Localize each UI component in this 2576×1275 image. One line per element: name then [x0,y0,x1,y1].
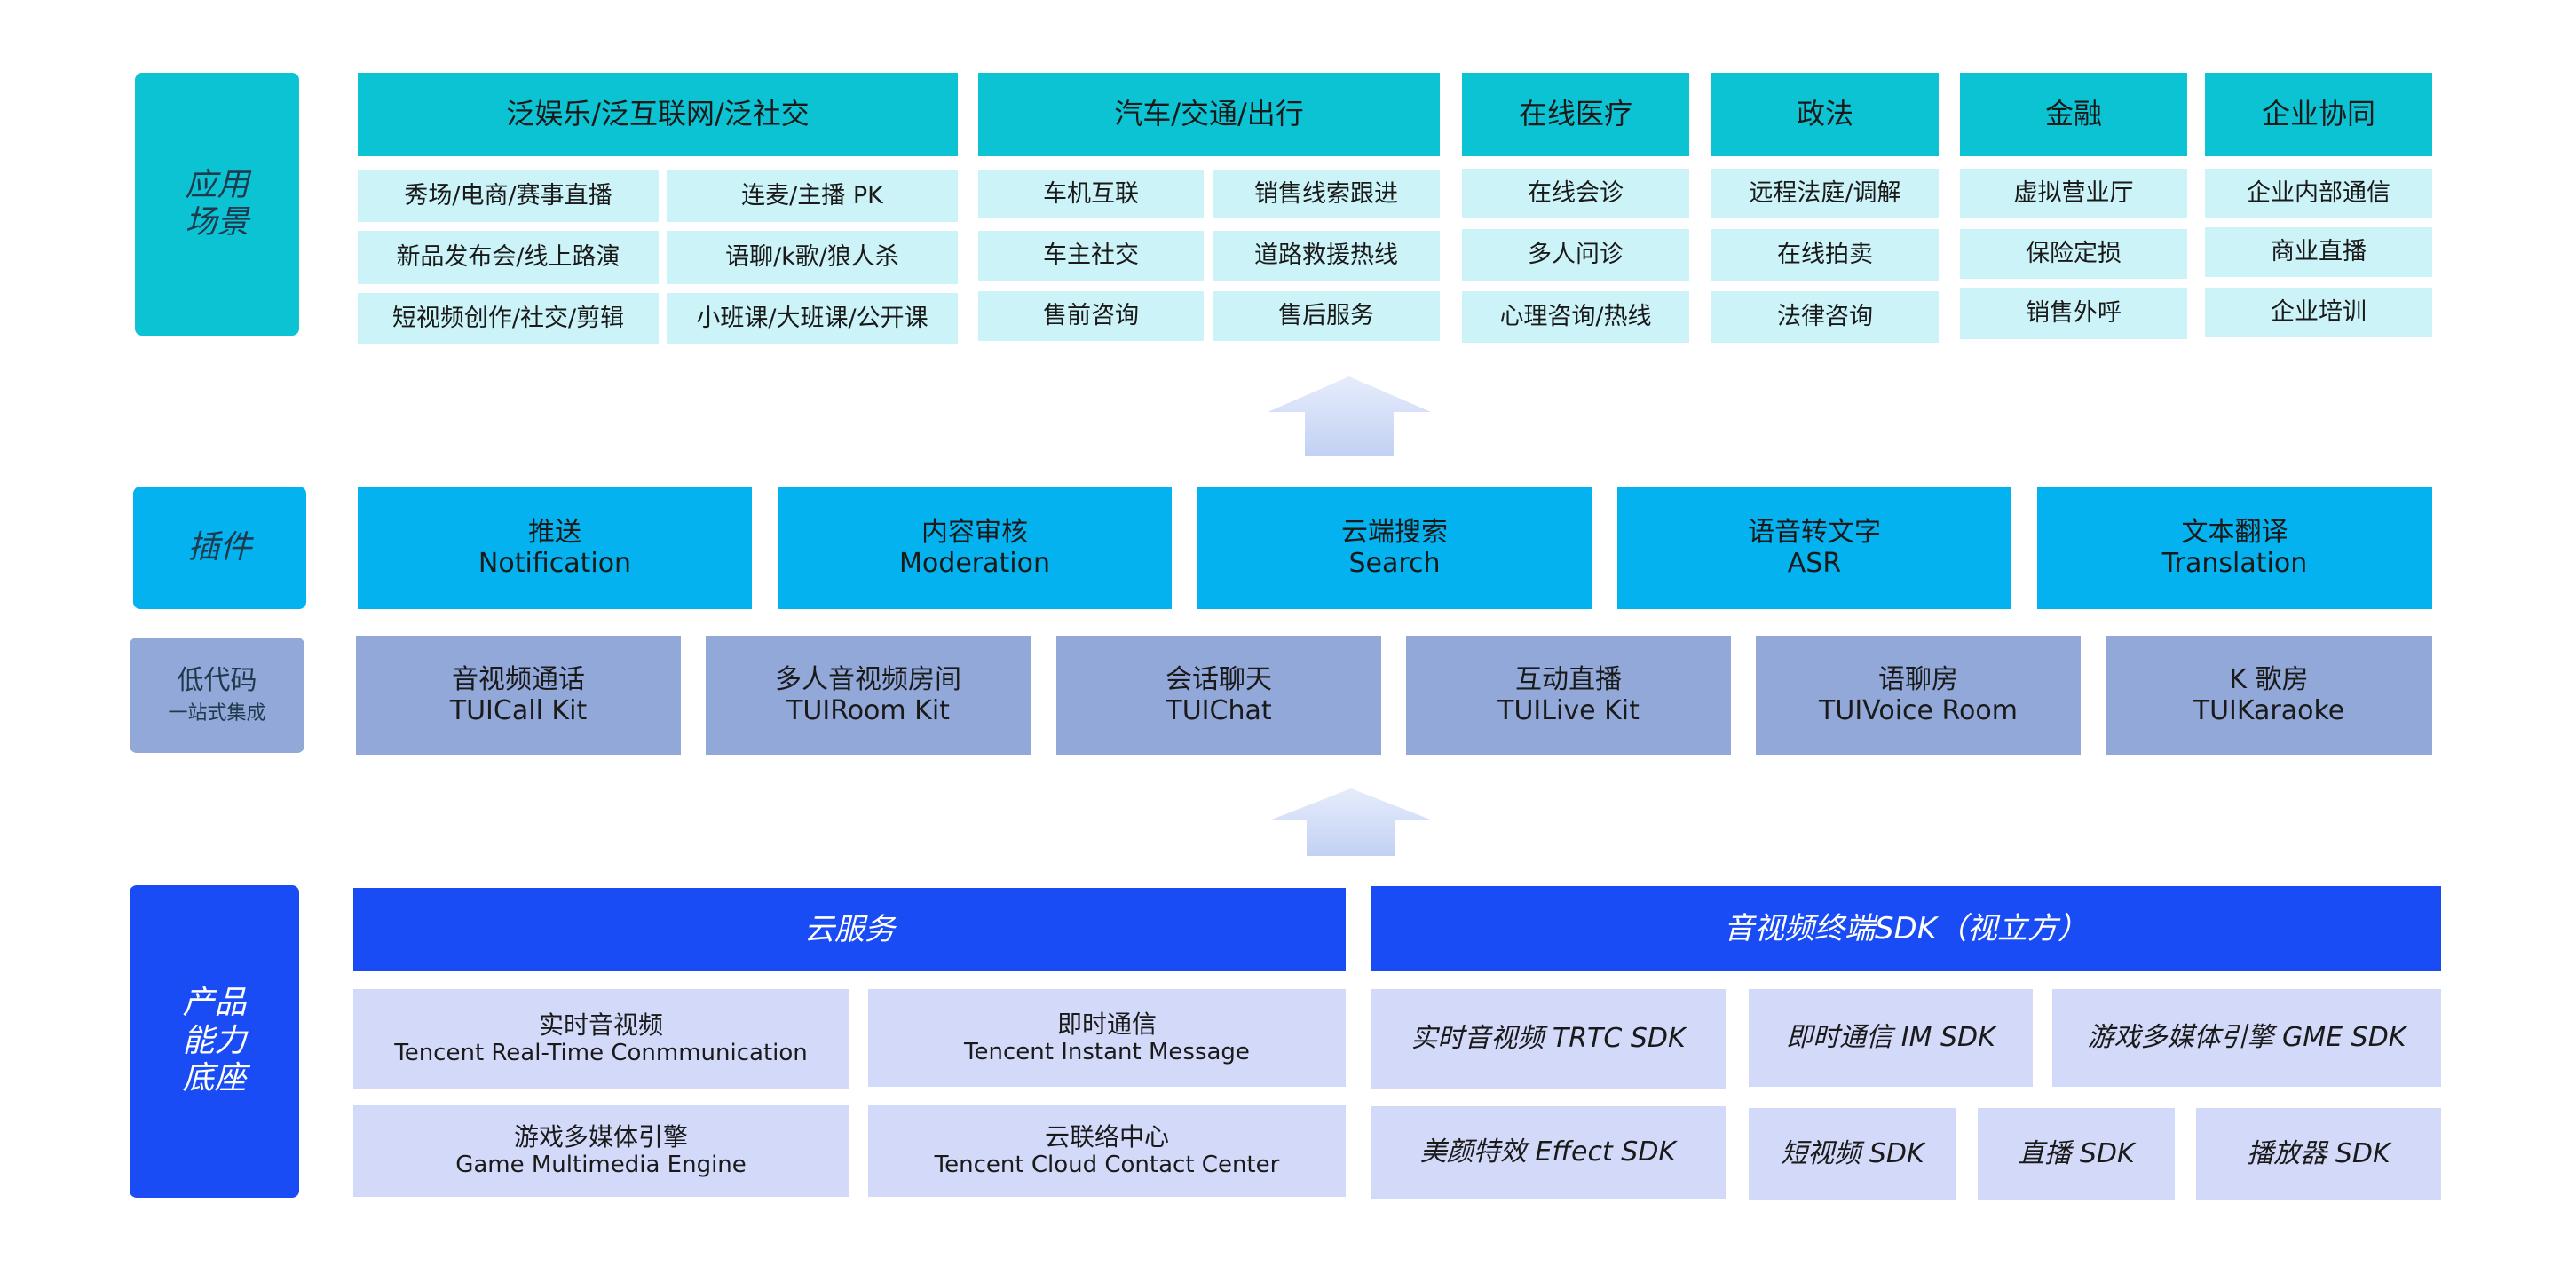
sdk-trtc: 实时音视频 TRTC SDK [1371,989,1726,1089]
sdk-live: 直播 SDK [1978,1108,2175,1200]
scene-item: 商业直播 [2205,227,2432,277]
plugin-asr: 语音转文字 ASR [1617,487,2011,609]
kit-name-en: TUIChat [1166,695,1272,726]
scene-item: 企业培训 [2205,288,2432,337]
kit-name-en: TUILive Kit [1497,695,1640,726]
side-label-application-scenes: 应用 场景 [135,73,299,336]
sdk-player: 播放器 SDK [2196,1108,2441,1200]
cloud-service-name-cn: 即时通信 [1056,1010,1157,1040]
scene-item: 销售线索跟进 [1213,170,1440,218]
side-label-line: 应用 [185,166,249,203]
scene-category-legal: 政法 [1711,73,1939,156]
plugin-name-cn: 云端搜索 [1341,516,1448,548]
side-label-title: 低代码 [177,665,257,697]
side-label-line: 底座 [182,1060,247,1097]
scene-item: 在线拍卖 [1711,229,1939,281]
scene-item: 企业内部通信 [2205,169,2432,218]
scene-item: 语聊/k歌/狼人杀 [667,231,958,284]
kit-name-cn: 音视频通话 [452,663,585,695]
plugin-moderation: 内容审核 Moderation [778,487,1172,609]
side-label-plugins: 插件 [133,487,306,609]
cloud-service-name-cn: 实时音视频 [538,1010,663,1041]
sdk-header: 音视频终端SDK（视立方） [1371,886,2441,971]
plugin-name-en: Notification [478,548,632,579]
cloud-service-gme: 游戏多媒体引擎 Game Multimedia Engine [353,1105,849,1197]
cloud-service-name-en: Tencent Instant Message [964,1039,1250,1066]
cloud-service-name-en: Tencent Real-Time Conmmunication [394,1040,808,1067]
plugin-name-cn: 内容审核 [921,516,1028,548]
kit-name-cn: 互动直播 [1515,663,1622,695]
scene-item: 小班课/大班课/公开课 [667,293,958,344]
kit-name-en: TUICall Kit [449,695,588,726]
cloud-service-name-cn: 云联络中心 [1044,1122,1169,1152]
scene-category-finance: 金融 [1960,73,2187,156]
sdk-effect: 美颜特效 Effect SDK [1371,1106,1726,1199]
kit-name-cn: 语聊房 [1878,663,1958,695]
side-label-product-foundation: 产品 能力 底座 [130,885,299,1198]
kit-name-cn: 会话聊天 [1166,663,1272,695]
kit-tuikaraoke: K 歌房 TUIKaraoke [2106,636,2432,755]
scene-item: 新品发布会/线上路演 [358,231,659,284]
scene-item: 短视频创作/社交/剪辑 [358,293,659,344]
plugin-name-cn: 推送 [528,516,581,548]
side-label-text: 插件 [187,528,252,566]
sdk-im: 即时通信 IM SDK [1749,989,2033,1087]
cloud-service-name-en: Tencent Cloud Contact Center [934,1152,1280,1179]
sdk-short-video: 短视频 SDK [1749,1108,1956,1200]
up-arrow-icon [1269,788,1433,856]
kit-name-en: TUIVoice Room [1819,695,2018,726]
plugin-name-en: Translation [2161,548,2308,579]
scene-item: 车机互联 [978,170,1204,218]
plugin-name-en: Search [1348,548,1441,579]
side-label-line: 场景 [185,204,249,241]
scene-item: 车主社交 [978,231,1204,281]
kit-name-cn: K 歌房 [2229,663,2309,695]
side-label-line: 能力 [182,1022,247,1059]
cloud-service-trtc: 实时音视频 Tencent Real-Time Conmmunication [353,989,849,1089]
kit-tuicall: 音视频通话 TUICall Kit [356,636,681,755]
up-arrow-icon [1268,376,1431,456]
side-label-low-code: 低代码 一站式集成 [130,638,304,753]
cloud-service-name-cn: 游戏多媒体引擎 [513,1122,688,1152]
plugin-name-cn: 文本翻译 [2181,516,2288,548]
kit-tuiroom: 多人音视频房间 TUIRoom Kit [706,636,1031,755]
kit-tuivoice-room: 语聊房 TUIVoice Room [1756,636,2081,755]
plugin-name-cn: 语音转文字 [1748,516,1881,548]
scene-item: 虚拟营业厅 [1960,169,2187,218]
scene-item: 多人问诊 [1462,229,1689,281]
kit-tuilive: 互动直播 TUILive Kit [1406,636,1731,755]
sdk-gme: 游戏多媒体引擎 GME SDK [2052,989,2441,1087]
scene-category-enterprise: 企业协同 [2205,73,2432,156]
plugin-name-en: Moderation [899,548,1050,579]
scene-item: 远程法庭/调解 [1711,169,1939,218]
kit-name-cn: 多人音视频房间 [775,663,961,695]
scene-item: 连麦/主播 PK [667,170,958,222]
plugin-name-en: ASR [1787,548,1842,579]
cloud-service-name-en: Game Multimedia Engine [455,1152,747,1179]
kit-name-en: TUIKaraoke [2193,695,2345,726]
scene-item: 法律咨询 [1711,291,1939,343]
kit-tuichat: 会话聊天 TUIChat [1056,636,1381,755]
scene-category-entertainment: 泛娱乐/泛互联网/泛社交 [358,73,958,156]
scene-item: 售前咨询 [978,291,1204,341]
scene-item: 销售外呼 [1960,288,2187,339]
scene-item: 售后服务 [1213,291,1440,341]
cloud-services-header: 云服务 [353,888,1346,971]
scene-item: 在线会诊 [1462,169,1689,218]
plugin-notification: 推送 Notification [358,487,752,609]
cloud-service-im: 即时通信 Tencent Instant Message [868,989,1346,1087]
side-label-subtitle: 一站式集成 [168,701,266,725]
scene-item: 秀场/电商/赛事直播 [358,170,659,222]
plugin-search: 云端搜索 Search [1197,487,1592,609]
kit-name-en: TUIRoom Kit [786,695,950,726]
scene-category-medical: 在线医疗 [1462,73,1689,156]
plugin-translation: 文本翻译 Translation [2037,487,2432,609]
scene-category-auto: 汽车/交通/出行 [978,73,1440,156]
cloud-service-contact-center: 云联络中心 Tencent Cloud Contact Center [868,1105,1346,1197]
scene-item: 心理咨询/热线 [1462,291,1689,343]
side-label-line: 产品 [182,985,247,1022]
scene-item: 保险定损 [1960,229,2187,279]
scene-item: 道路救援热线 [1213,231,1440,281]
